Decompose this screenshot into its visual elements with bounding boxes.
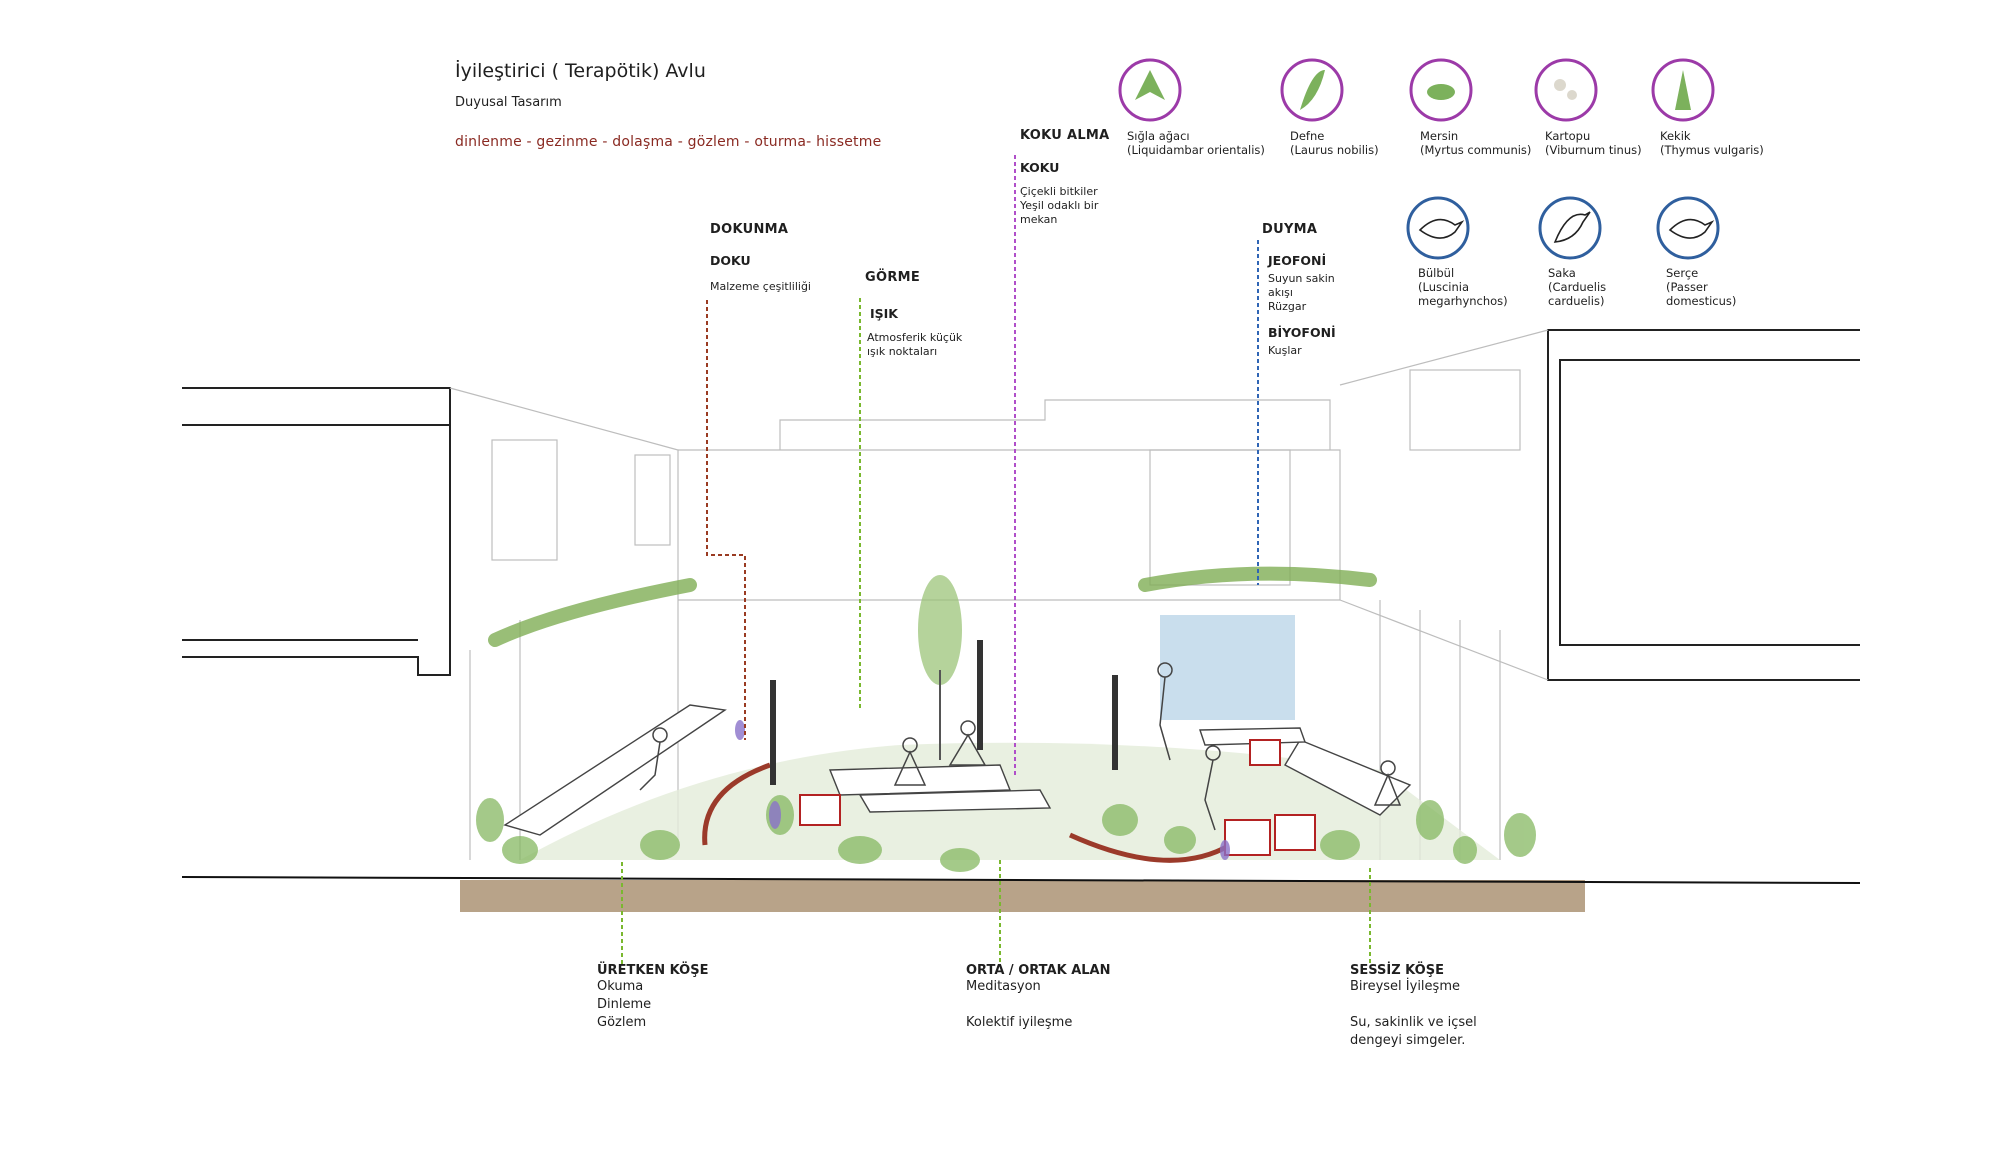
water-wall	[1160, 615, 1295, 720]
zone-title: ORTA / ORTAK ALAN	[966, 963, 1111, 978]
tree	[918, 575, 962, 685]
plant-label-thyme: Kekik(Thymus vulgaris)	[1660, 129, 1764, 157]
touch-desc: Malzeme çeşitliliği	[710, 280, 811, 293]
red-path	[702, 762, 771, 846]
red-stools	[799, 739, 1316, 856]
sight-quality: IŞIK	[870, 306, 898, 321]
touch-leader	[706, 300, 746, 740]
zone-common-area: ORTA / ORTAK ALAN Meditasyon Kolektif iy…	[966, 963, 1111, 1030]
zone-productive-corner: ÜRETKEN KÖŞE Okuma Dinleme Gözlem	[597, 963, 709, 1030]
left-building	[182, 387, 451, 676]
page-subtitle: Duyusal Tasarım	[455, 95, 562, 110]
zone-quiet-corner: SESSİZ KÖŞE Bireysel İyileşme Su, sakinl…	[1350, 963, 1477, 1048]
plant-label-laurel: Defne(Laurus nobilis)	[1290, 129, 1379, 157]
smell-desc: Çiçekli bitkiler Yeşil odaklı bir mekan	[1020, 185, 1099, 226]
plant-icon-glyphs	[1135, 70, 1691, 110]
sparrow-icon	[1656, 196, 1720, 260]
plant-label-sweetgum: Sığla ağacı(Liquidambar orientalis)	[1127, 129, 1265, 157]
plant-scatter	[476, 795, 1536, 872]
plant-label-viburnum: Kartopu(Viburnum tinus)	[1545, 129, 1642, 157]
ground-line	[181, 876, 1861, 884]
bird-icons	[1406, 196, 1720, 260]
right-vine	[1138, 566, 1377, 592]
activities-line: dinlenme - gezinme - dolaşma - gözlem - …	[455, 134, 882, 150]
goldfinch-icon	[1538, 196, 1602, 260]
soil-band	[460, 880, 1585, 912]
zone-title: ÜRETKEN KÖŞE	[597, 963, 709, 978]
biophony-desc: Kuşlar	[1268, 344, 1302, 357]
smell-sense: KOKU ALMA	[1020, 128, 1110, 143]
plant-icons	[1118, 58, 1715, 122]
geophony-label: JEOFONİ	[1268, 253, 1327, 268]
nightingale-icon	[1406, 196, 1470, 260]
viburnum-flower-icon	[1534, 58, 1598, 122]
red-path-right	[1068, 832, 1232, 863]
right-building	[1547, 329, 1860, 681]
plant-label-myrtle: Mersin(Myrtus communis)	[1420, 129, 1532, 157]
page-title: İyileştirici ( Terapötik) Avlu	[455, 60, 706, 82]
light-poles	[770, 640, 1118, 785]
people	[639, 662, 1402, 831]
sight-desc: Atmosferik küçük ışık noktaları	[867, 331, 963, 358]
smell-quality: KOKU	[1020, 160, 1060, 175]
touch-sense: DOKUNMA	[710, 222, 789, 237]
hearing-sense: DUYMA	[1262, 222, 1318, 237]
sight-sense: GÖRME	[865, 270, 921, 285]
background-buildings	[449, 329, 1549, 860]
bird-icon-glyphs	[1418, 211, 1715, 243]
geophony-desc: Suyun sakin akışı Rüzgar	[1268, 272, 1335, 313]
touch-quality: DOKU	[710, 253, 751, 268]
left-vine	[488, 578, 697, 647]
biophony-label: BİYOFONİ	[1268, 325, 1336, 340]
flower-accents	[735, 720, 1230, 860]
zone-title: SESSİZ KÖŞE	[1350, 963, 1444, 978]
